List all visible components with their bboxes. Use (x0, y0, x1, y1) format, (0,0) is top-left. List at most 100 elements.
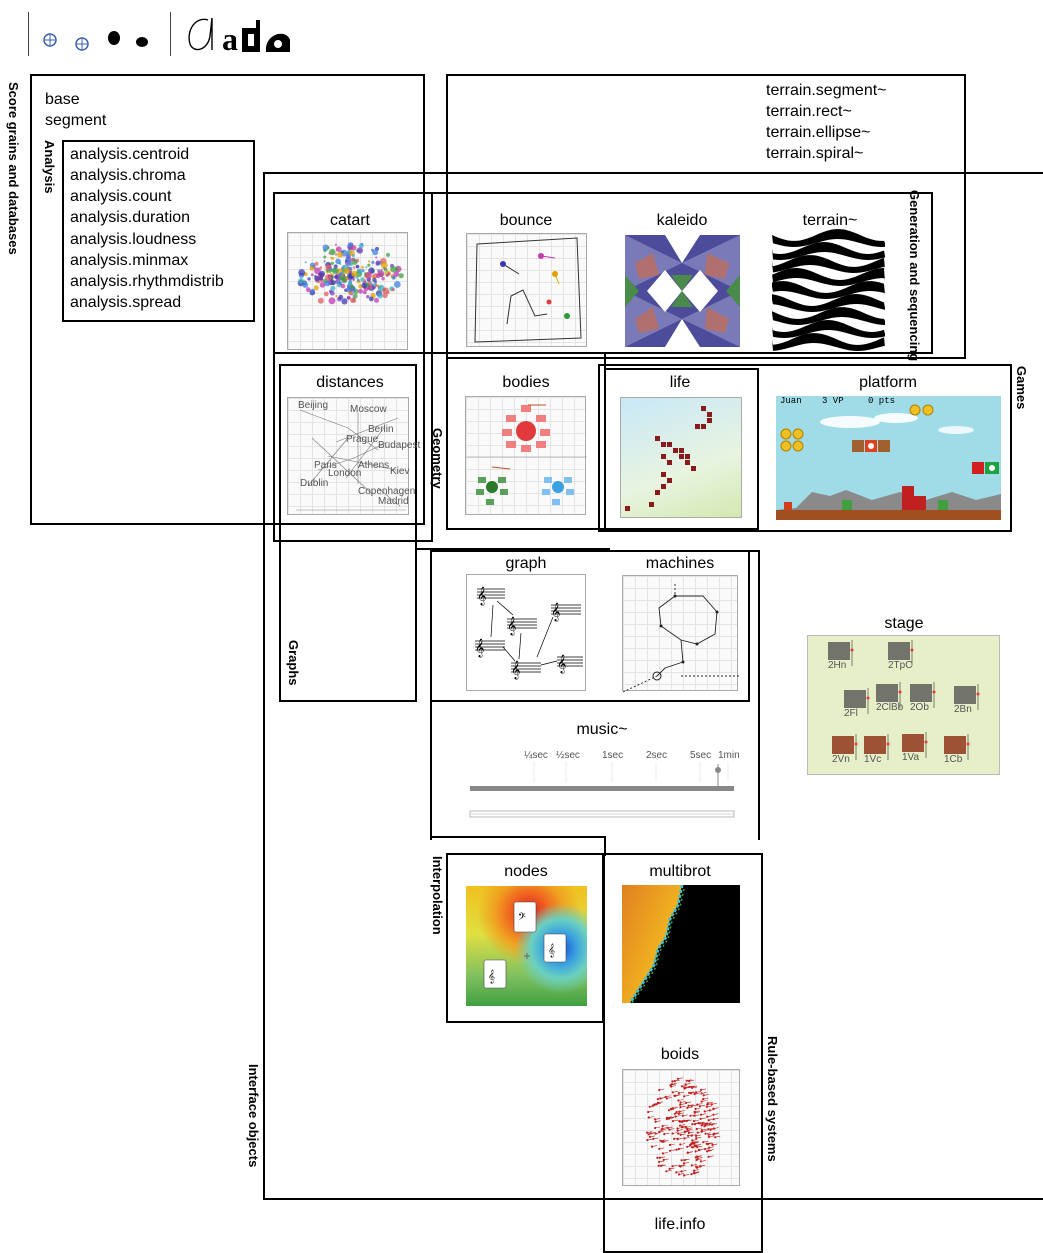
boid (678, 1124, 682, 1127)
boid (680, 1170, 683, 1173)
life-cell (661, 454, 666, 459)
boid (702, 1141, 705, 1144)
life-cell (685, 454, 690, 459)
catart-point (380, 261, 388, 269)
catart-point (338, 294, 344, 300)
catart-point (323, 255, 327, 259)
boid (679, 1106, 682, 1109)
catart-point (330, 256, 334, 260)
catart-point (319, 282, 326, 288)
catart-point (350, 285, 354, 289)
catart-point (304, 261, 307, 264)
svg-text:𝄞: 𝄞 (488, 969, 495, 983)
boid (683, 1174, 686, 1177)
boid (675, 1148, 678, 1151)
boids-thumbnail (622, 1069, 740, 1186)
catart-point (358, 288, 363, 294)
nodes-thumbnail: 𝄢𝄞𝄞 (466, 886, 587, 1006)
catart-point (341, 274, 344, 277)
region-interface-link (430, 836, 606, 856)
svg-text:𝄢: 𝄢 (518, 911, 526, 925)
stage-instrument: 2TpC (888, 640, 914, 671)
catart-point (375, 256, 378, 259)
catart-point (329, 248, 336, 256)
catart-point (390, 265, 397, 273)
boid (706, 1150, 709, 1153)
catart-point (333, 264, 338, 269)
boid (687, 1131, 690, 1134)
catart-point (392, 276, 396, 279)
boid (712, 1118, 715, 1121)
stage-instrument: 2Bn (954, 684, 980, 715)
svg-text:Berlin: Berlin (368, 424, 394, 435)
boid (708, 1109, 711, 1112)
stage-instrument-label: 2Bn (954, 704, 972, 715)
analysis-item: analysis.spread (70, 294, 182, 311)
region-interface-column (430, 550, 760, 840)
region-geometry (273, 192, 433, 542)
boid (661, 1124, 664, 1128)
score-item-segment: segment (45, 112, 107, 129)
boid (686, 1145, 689, 1148)
boid (703, 1110, 706, 1113)
boid (698, 1105, 701, 1108)
terrain-band (772, 255, 885, 273)
catart-point (314, 276, 320, 282)
boid (668, 1128, 671, 1131)
catart-point (345, 259, 348, 262)
boid (705, 1105, 708, 1108)
boid (704, 1148, 707, 1151)
boid (706, 1103, 709, 1106)
boid (654, 1132, 657, 1135)
boid (685, 1101, 688, 1104)
boid (710, 1123, 714, 1126)
catart-point (382, 292, 388, 299)
boid (707, 1135, 711, 1139)
boid (706, 1115, 709, 1118)
catart-point (328, 297, 336, 305)
catart-point (307, 277, 311, 281)
boid (681, 1125, 684, 1129)
svg-text:Moscow: Moscow (350, 404, 387, 415)
boid (658, 1088, 661, 1092)
catart-point (393, 281, 401, 288)
boid (712, 1127, 715, 1130)
boid (680, 1085, 683, 1088)
boid (694, 1150, 697, 1153)
boid (695, 1127, 698, 1131)
bounce-thumbnail (466, 233, 587, 347)
boid (666, 1126, 669, 1129)
catart-point (305, 287, 311, 293)
boid (697, 1148, 701, 1151)
boid (659, 1097, 662, 1100)
platform-thumbnail: Juan 3 VP 0 pts (776, 396, 1001, 520)
catart-point (330, 280, 336, 286)
boid (683, 1086, 686, 1089)
svg-text:Beijing: Beijing (298, 400, 328, 411)
catart-point (391, 288, 395, 292)
boid (678, 1164, 681, 1167)
catart-point (314, 261, 319, 266)
boid (658, 1160, 661, 1163)
label-rule-based: Rule-based systems (765, 1036, 780, 1162)
stage-instrument-label: 2Vn (832, 754, 850, 765)
catart-point (298, 278, 304, 284)
catart-point (327, 274, 330, 278)
boid (686, 1106, 689, 1109)
boid (663, 1133, 666, 1136)
boid (692, 1119, 696, 1123)
platform-pts: 0 pts (868, 396, 896, 406)
boid (704, 1132, 707, 1135)
catart-point (364, 272, 367, 275)
logo-divider-2 (170, 12, 171, 56)
boid (707, 1155, 710, 1158)
boid (673, 1137, 676, 1140)
catart-point (310, 273, 314, 277)
stage-instrument: 2Vn (832, 734, 858, 765)
boid (693, 1171, 696, 1174)
catart-point (341, 277, 347, 284)
life-cell (701, 424, 706, 429)
boid (647, 1110, 650, 1114)
life-cell (691, 466, 696, 471)
life-cell (707, 418, 712, 423)
